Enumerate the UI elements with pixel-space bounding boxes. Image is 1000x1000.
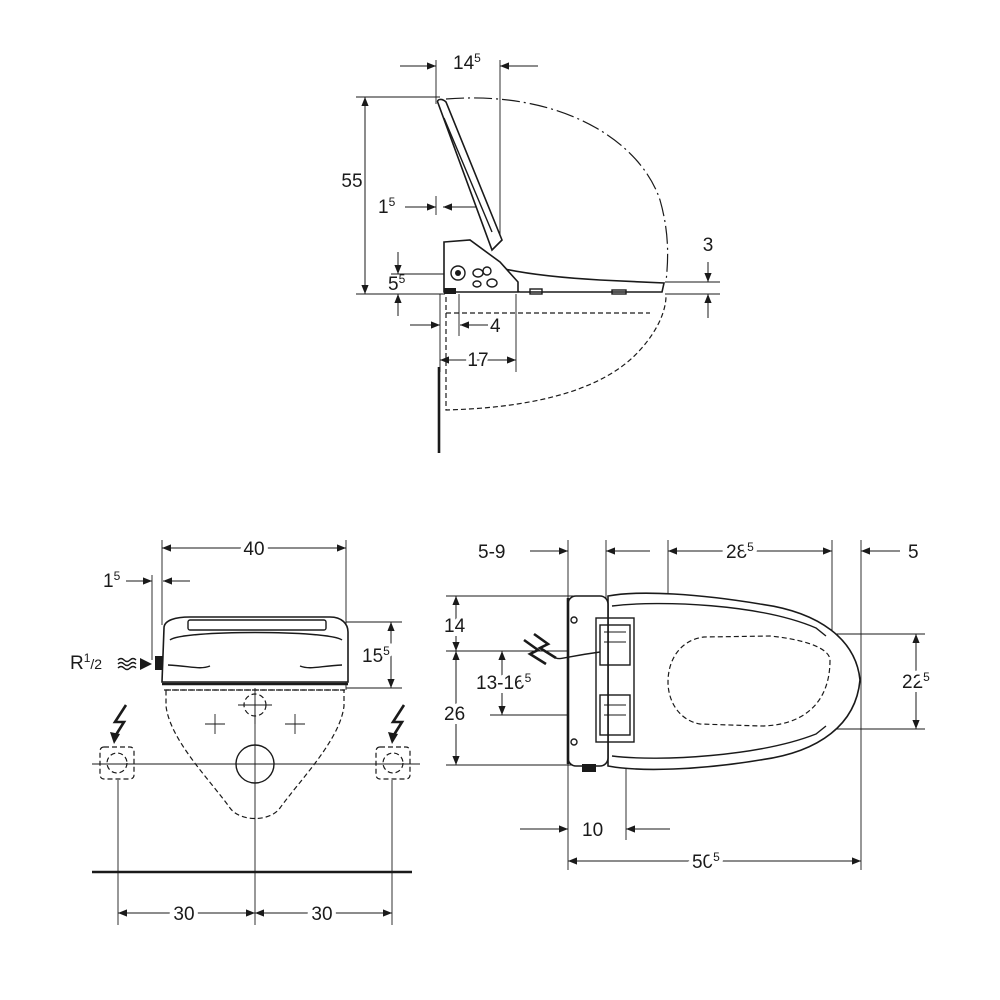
dim-side-wall-gap: 15 bbox=[378, 195, 396, 218]
dim-side-offset: 4 bbox=[490, 316, 501, 337]
front-bowl-outline bbox=[165, 689, 345, 819]
dim-top-upper: 14 bbox=[444, 616, 466, 637]
inlet-label: R1/2 bbox=[70, 651, 102, 674]
dim-top-seat-width: 225 bbox=[902, 670, 930, 693]
dim-side-base-height: 55 bbox=[388, 272, 406, 295]
lid-swing-arc bbox=[445, 97, 669, 283]
dim-top-front-gap: 5 bbox=[908, 542, 919, 563]
dim-side-height: 55 bbox=[341, 171, 362, 192]
lid-open bbox=[436, 98, 503, 252]
side-view: 145 55 15 3 55 4 17 bbox=[341, 51, 720, 453]
dim-front-side-gap: 15 bbox=[103, 569, 121, 592]
bowl-outline bbox=[445, 295, 667, 411]
electric-connection-icon bbox=[388, 704, 406, 744]
dim-front-width: 40 bbox=[243, 539, 264, 560]
dim-front-height: 155 bbox=[362, 644, 390, 667]
electric-connection-icon bbox=[110, 704, 128, 744]
dim-top-base-offset: 10 bbox=[582, 820, 603, 841]
top-seat-outline bbox=[607, 592, 861, 771]
dim-top-seat-span: 285 bbox=[726, 540, 754, 563]
electric-connection-icon bbox=[523, 632, 601, 666]
dim-top-wall-range: 5-9 bbox=[478, 542, 505, 563]
dim-side-lift: 3 bbox=[703, 235, 714, 256]
dim-top-lower: 26 bbox=[444, 704, 465, 725]
front-seat-unit bbox=[161, 616, 349, 683]
dim-top-outlet-range: 13-165 bbox=[476, 671, 532, 694]
dim-side-depth: 17 bbox=[467, 350, 488, 371]
top-base-unit bbox=[567, 595, 609, 767]
dim-front-right-spacing: 30 bbox=[311, 904, 332, 925]
dim-front-left-spacing: 30 bbox=[173, 904, 194, 925]
front-view: 40 15 155 R1/2 30 30 bbox=[70, 535, 420, 929]
top-bowl-opening bbox=[667, 635, 831, 727]
water-inlet-icon bbox=[117, 657, 152, 671]
dim-side-top-width: 145 bbox=[453, 51, 481, 74]
top-view: 5-9 285 5 14 13-165 26 225 10 505 bbox=[440, 536, 934, 877]
dim-top-total-length: 505 bbox=[692, 850, 720, 873]
